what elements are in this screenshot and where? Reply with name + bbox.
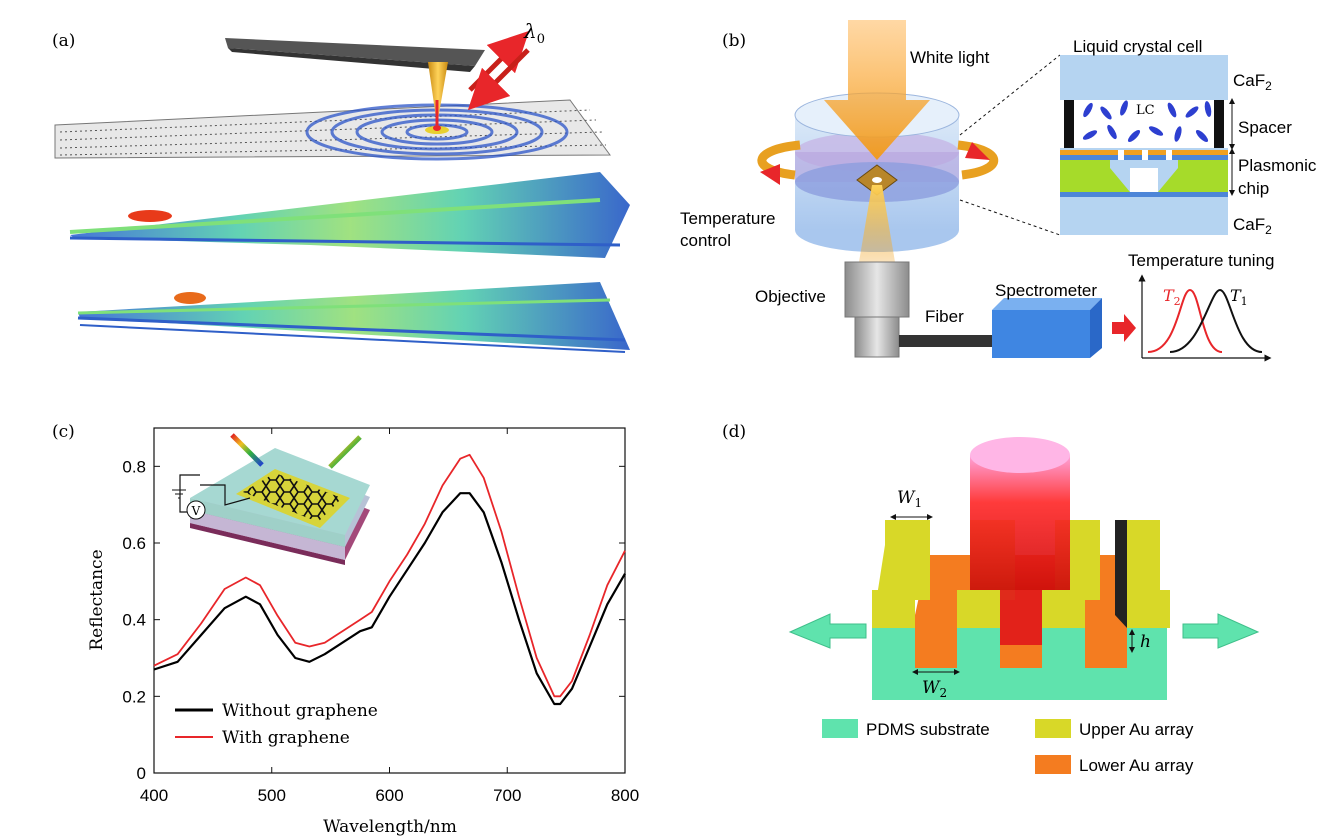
legend-swatch-lower bbox=[1035, 755, 1071, 774]
lc-cell-title: Liquid crystal cell bbox=[1073, 37, 1202, 56]
temperature-control-label-2: control bbox=[680, 231, 731, 250]
temperature-tuning-label: Temperature tuning bbox=[1128, 251, 1274, 270]
t1-label: T1 bbox=[1230, 286, 1248, 308]
panel-b: (b) White light Temperature control bbox=[680, 20, 1317, 362]
material-legend: PDMS substrate Upper Au array Lower Au a… bbox=[822, 719, 1194, 775]
stretch-arrow-right bbox=[1182, 613, 1260, 649]
reflectance-chart: 400 500 600 700 800 0 0.2 0.4 0.6 0.8 Wavelength/… bbox=[87, 427, 639, 837]
panel-c: (c) 400 500 600 700 800 0 0.2 0.4 0.6 0.8 Wavelen… bbox=[52, 422, 639, 837]
legend-label-without: Without graphene bbox=[222, 701, 378, 721]
legend-label-lower: Lower Au array bbox=[1079, 756, 1194, 775]
legend-label-pdms: PDMS substrate bbox=[866, 720, 990, 739]
temperature-arrows bbox=[757, 140, 999, 185]
chart-lines bbox=[153, 453, 626, 706]
temperature-tuning-plot bbox=[1138, 274, 1272, 362]
temperature-control-label-1: Temperature bbox=[680, 209, 775, 228]
series-line-with-graphene bbox=[153, 453, 626, 698]
lc-cell-diagram bbox=[1060, 55, 1228, 235]
chip-label: chip bbox=[1238, 179, 1269, 198]
lc-label: LC bbox=[1136, 103, 1155, 118]
t2-label: T2 bbox=[1163, 286, 1181, 308]
panel-c-label: (c) bbox=[52, 422, 75, 442]
nanoimaging-map-2 bbox=[77, 282, 630, 353]
y-tick-label: 0.4 bbox=[122, 611, 146, 630]
panel-d-label: (d) bbox=[722, 422, 746, 442]
wavelength-label: λ0 bbox=[523, 19, 545, 47]
panel-b-label: (b) bbox=[722, 31, 746, 51]
spectrometer-box bbox=[992, 298, 1102, 358]
panel-a-label: (a) bbox=[52, 31, 75, 51]
graphene-sheet bbox=[54, 99, 611, 161]
bilayer-grating-diagram bbox=[872, 437, 1170, 700]
legend-label-with: With graphene bbox=[222, 728, 350, 748]
afm-tip bbox=[225, 38, 485, 125]
panel-d: (d) W1 bbox=[722, 422, 1260, 775]
graphene-device-inset: V bbox=[172, 433, 370, 565]
legend-swatch-pdms bbox=[822, 719, 858, 738]
nanoimaging-map-1 bbox=[69, 172, 630, 258]
spacer-label: Spacer bbox=[1238, 118, 1292, 137]
h-label: h bbox=[1140, 632, 1151, 652]
objective-label: Objective bbox=[755, 287, 826, 306]
white-light-beam bbox=[824, 20, 930, 160]
y-tick-label: 0 bbox=[137, 764, 146, 783]
legend-swatch-upper bbox=[1035, 719, 1071, 738]
x-tick-label: 600 bbox=[375, 786, 403, 805]
legend-label-upper: Upper Au array bbox=[1079, 720, 1194, 739]
caf2-bottom-label: CaF2 bbox=[1233, 215, 1272, 237]
fiber bbox=[899, 335, 992, 347]
fiber-label: Fiber bbox=[925, 307, 964, 326]
focus-cone bbox=[859, 185, 895, 262]
stretch-arrow-left bbox=[788, 613, 867, 649]
reflected-light-arrow bbox=[328, 435, 362, 469]
spectrometer-label: Spectrometer bbox=[995, 281, 1097, 300]
plasmonic-label: Plasmonic bbox=[1238, 156, 1317, 175]
chart-ticks: 400 500 600 700 800 0 0.2 0.4 0.6 0.8 bbox=[122, 428, 639, 805]
w2-label: W2 bbox=[922, 678, 947, 700]
y-tick-label: 0.8 bbox=[122, 457, 146, 476]
caf2-top-label: CaF2 bbox=[1233, 71, 1272, 93]
x-tick-label: 800 bbox=[611, 786, 639, 805]
w1-label: W1 bbox=[897, 488, 922, 510]
voltage-label: V bbox=[191, 504, 201, 518]
x-tick-label: 500 bbox=[258, 786, 286, 805]
white-light-label: White light bbox=[910, 48, 990, 67]
zoom-line-bottom bbox=[959, 199, 1061, 236]
zoom-line-top bbox=[959, 54, 1061, 136]
y-axis-label: Reflectance bbox=[87, 549, 107, 650]
output-arrow bbox=[1112, 314, 1136, 342]
objective-lens bbox=[844, 261, 910, 358]
x-axis-label: Wavelength/nm bbox=[323, 817, 457, 837]
series-line-without-graphene bbox=[153, 492, 626, 706]
chart-legend: Without graphene With graphene bbox=[175, 701, 378, 748]
laser-arrows bbox=[467, 30, 530, 111]
x-tick-label: 700 bbox=[493, 786, 521, 805]
y-tick-label: 0.6 bbox=[122, 534, 146, 553]
incident-light-arrow bbox=[230, 433, 264, 467]
y-tick-label: 0.2 bbox=[122, 687, 146, 706]
panel-a: (a) λ0 bbox=[52, 19, 630, 353]
x-tick-label: 400 bbox=[140, 786, 168, 805]
